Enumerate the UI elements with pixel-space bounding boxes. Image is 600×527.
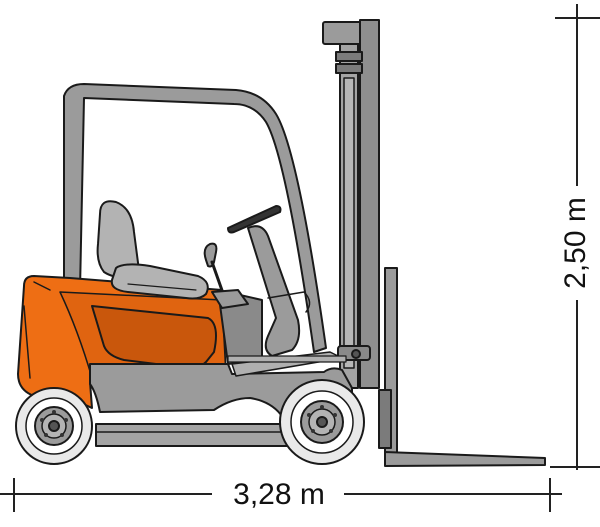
front-wheel [279,379,365,465]
fork-carriage [378,267,546,467]
rear-wheel [15,387,93,465]
counterweight [17,275,227,409]
height-dimension: 2,50 m [550,4,600,470]
length-dimension: 3,28 m [0,478,562,512]
operator-seat [96,200,209,300]
length-dimension-label: 3,28 m [233,478,325,511]
overhead-guard [63,83,327,353]
height-dimension-label: 2,50 m [559,197,592,289]
steering-column [227,205,347,363]
control-lever [203,242,249,309]
mast [322,19,380,389]
forklift-side-view-icon [15,19,546,467]
